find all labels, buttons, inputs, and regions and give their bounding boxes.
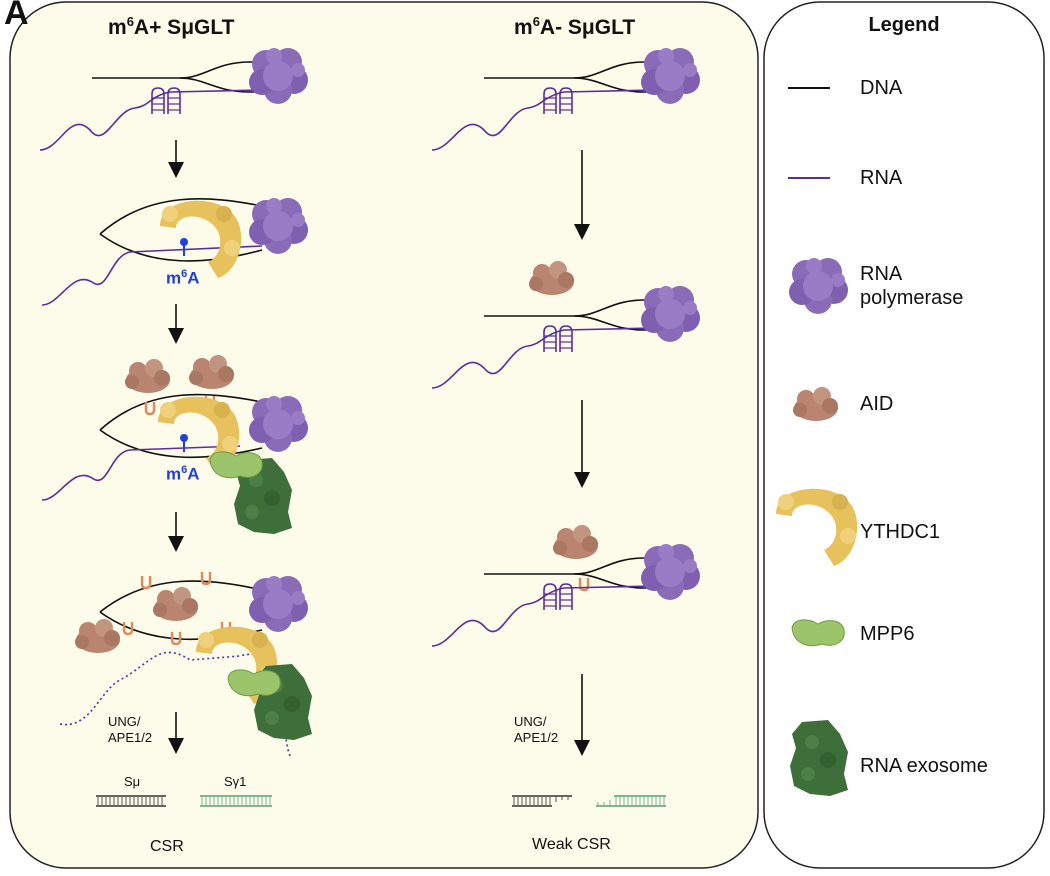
right-column-title: m6A- SμGLT (514, 14, 636, 39)
m6a-mark-label-1: m6A (166, 268, 200, 288)
mpp6-icon (791, 619, 845, 647)
right-outcome-label: Weak CSR (532, 836, 611, 853)
legend-label-ythdc1: YTHDC1 (860, 521, 941, 543)
legend-label-mpp6: MPP6 (860, 623, 915, 645)
right-enzymes-label: UNG/APE1/2 (514, 714, 559, 745)
left-s-mu-dsdna (96, 795, 166, 807)
legend-panel (763, 1, 1045, 869)
left-s-gamma1-dsdna (200, 795, 272, 807)
m6a-mark-label-2: m6A (166, 464, 200, 484)
left-step2-ythdc1-binding (41, 198, 308, 306)
left-enzymes-label: UNG/APE1/2 (108, 714, 153, 745)
legend-title: Legend (868, 14, 940, 36)
panel-letter: A (4, 0, 29, 32)
legend-label-dna: DNA (860, 77, 903, 99)
right-s-gamma1-dsdna-weak (596, 795, 666, 807)
s-gamma1-label: Sγ1 (224, 774, 247, 789)
right-step2-aid-approach (431, 261, 700, 389)
s-mu-label: Sμ (124, 774, 141, 789)
legend-label-rna: RNA (860, 167, 903, 189)
legend-label-rna-exosome: RNA exosome (860, 755, 988, 777)
left-step3-aid-exosome (41, 355, 308, 534)
right-s-mu-dsdna-weak (512, 795, 572, 807)
right-step1-transcription (431, 48, 700, 151)
left-step4-deamination (59, 570, 312, 757)
legend-label-aid: AID (860, 393, 894, 415)
left-outcome-label: CSR (150, 838, 184, 855)
right-step3-limited-deamination (431, 525, 700, 647)
left-step1-transcription (39, 48, 308, 151)
left-column-title: m6A+ SμGLT (108, 14, 235, 39)
